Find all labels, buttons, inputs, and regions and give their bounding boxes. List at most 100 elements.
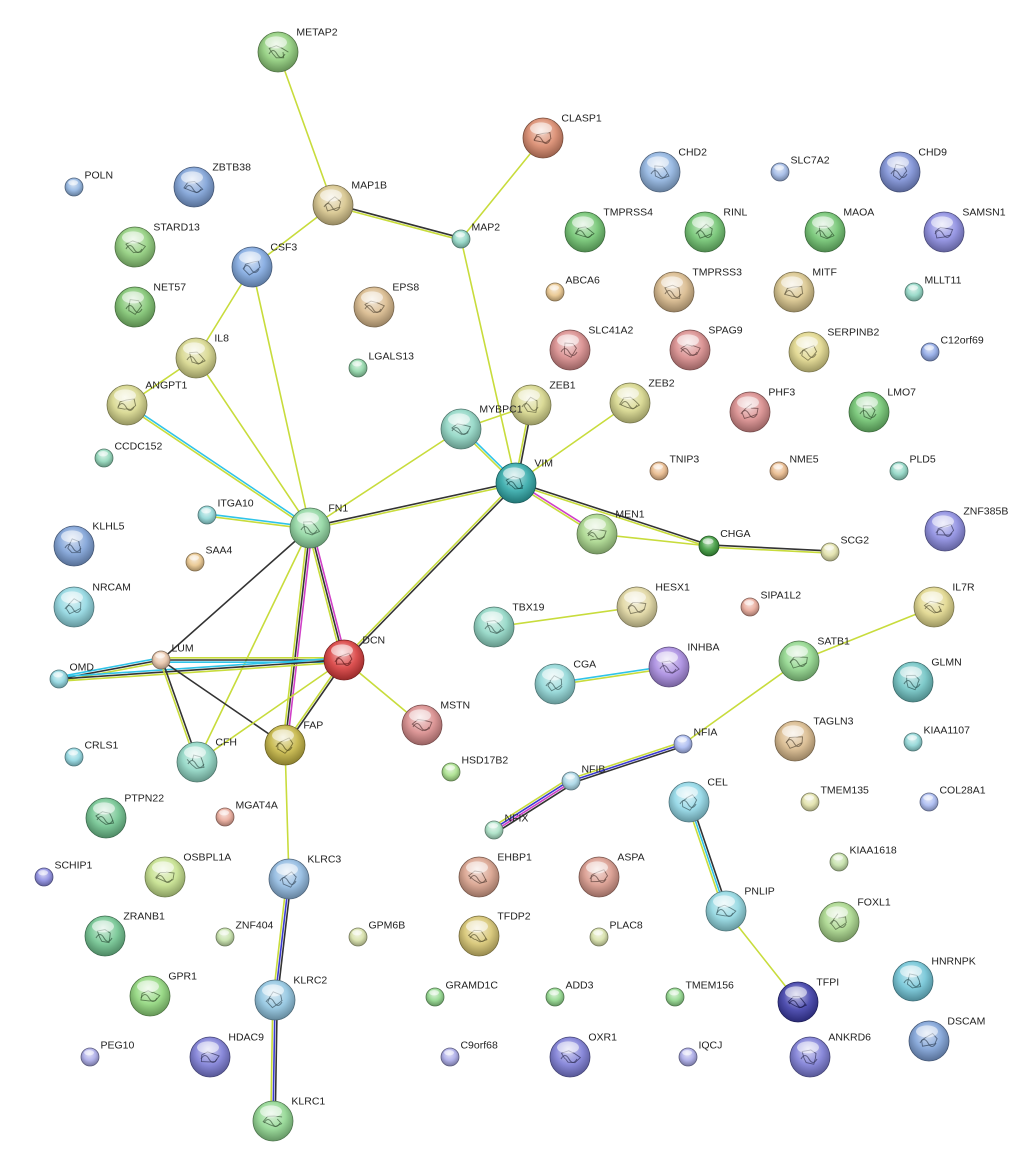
node-klrc2[interactable]: KLRC2: [254, 975, 327, 1021]
edge-vim-dcn[interactable]: [342, 481, 518, 662]
node-hsd17b2[interactable]: HSD17B2: [441, 755, 508, 782]
node-zeb1[interactable]: ZEB1: [510, 380, 576, 426]
node-nfia[interactable]: NFIA: [673, 727, 717, 754]
edge-nfib-nfix[interactable]: [491, 777, 574, 834]
node-nfix[interactable]: NFIX: [484, 813, 528, 840]
node-lmo7[interactable]: LMO7: [848, 387, 916, 433]
edge-metap2-map1b[interactable]: [277, 51, 334, 206]
node-mgat4a[interactable]: MGAT4A: [215, 800, 278, 827]
node-eps8[interactable]: EPS8: [353, 282, 419, 328]
node-mybpc1[interactable]: MYBPC1: [440, 404, 523, 450]
node-men1[interactable]: MEN1: [576, 509, 645, 555]
node-kiaa1107[interactable]: KIAA1107: [903, 725, 970, 752]
node-inhba[interactable]: INHBA: [648, 642, 719, 688]
node-chga[interactable]: CHGA: [698, 528, 751, 557]
node-add3[interactable]: ADD3: [545, 980, 594, 1007]
edge-satb1-nfia[interactable]: [682, 660, 800, 745]
edge-omd-dcn[interactable]: [58, 657, 345, 682]
node-ccdc152[interactable]: CCDC152: [94, 441, 162, 468]
edge-tbx19-hesx1[interactable]: [493, 606, 638, 628]
node-foxl1[interactable]: FOXL1: [818, 897, 891, 943]
node-chd2[interactable]: CHD2: [639, 147, 707, 193]
node-maoa[interactable]: MAOA: [804, 207, 874, 253]
edge-zeb2-vim[interactable]: [515, 402, 631, 484]
node-lum[interactable]: LUM: [151, 643, 194, 670]
node-znf385b[interactable]: ZNF385B: [924, 506, 1008, 552]
node-itga10[interactable]: ITGA10: [197, 498, 254, 525]
node-gpm6b[interactable]: GPM6B: [348, 920, 405, 947]
node-crls1[interactable]: CRLS1: [64, 740, 118, 767]
node-il8[interactable]: IL8: [175, 333, 229, 379]
node-cga[interactable]: CGA: [534, 659, 596, 705]
node-tmem156[interactable]: TMEM156: [665, 980, 734, 1007]
node-klrc3[interactable]: KLRC3: [268, 854, 341, 900]
node-zranb1[interactable]: ZRANB1: [84, 911, 165, 957]
edge-lum-fap[interactable]: [160, 659, 286, 746]
node-lgals13[interactable]: LGALS13: [348, 351, 414, 378]
node-klhl5[interactable]: KLHL5: [53, 521, 125, 567]
node-saa4[interactable]: SAA4: [185, 545, 232, 572]
node-hdac9[interactable]: HDAC9: [189, 1032, 264, 1078]
node-slc41a2[interactable]: SLC41A2: [549, 325, 634, 371]
edge-fn1-cfh[interactable]: [196, 527, 311, 763]
node-metap2[interactable]: METAP2: [257, 27, 338, 73]
node-gpr1[interactable]: GPR1: [129, 971, 197, 1017]
node-klrc1[interactable]: KLRC1: [252, 1096, 325, 1142]
node-tmprss4[interactable]: TMPRSS4: [564, 207, 653, 253]
node-mitf[interactable]: MITF: [773, 267, 837, 313]
edge-chga-scg2[interactable]: [708, 544, 831, 554]
node-tmprss3[interactable]: TMPRSS3: [653, 267, 742, 313]
node-map1b[interactable]: MAP1B: [312, 180, 387, 226]
node-fn1[interactable]: FN1: [289, 503, 348, 549]
edge-fn1-mybpc1[interactable]: [309, 428, 462, 529]
node-ptpn22[interactable]: PTPN22: [85, 793, 164, 839]
node-ehbp1[interactable]: EHBP1: [458, 852, 532, 898]
edge-il8-fn1[interactable]: [195, 357, 311, 529]
edge-nfia-nfib[interactable]: [569, 741, 685, 784]
node-kiaa1618[interactable]: KIAA1618: [829, 845, 897, 872]
node-phf3[interactable]: PHF3: [729, 387, 795, 433]
node-tfpi[interactable]: TFPI: [777, 977, 839, 1023]
edge-fn1-dcn[interactable]: [307, 526, 347, 662]
node-hesx1[interactable]: HESX1: [616, 582, 690, 628]
node-peg10[interactable]: PEG10: [80, 1040, 134, 1067]
node-chd9[interactable]: CHD9: [879, 147, 947, 193]
node-cfh[interactable]: CFH: [176, 737, 237, 783]
edge-angpt1-fn1[interactable]: [125, 403, 312, 530]
node-tagln3[interactable]: TAGLN3: [774, 716, 854, 762]
node-clasp1[interactable]: CLASP1: [522, 113, 602, 159]
node-satb1[interactable]: SATB1: [778, 636, 850, 682]
edge-map2-vim[interactable]: [460, 238, 517, 484]
node-zeb2[interactable]: ZEB2: [609, 378, 675, 424]
node-cel[interactable]: CEL: [668, 777, 728, 823]
node-tmem135[interactable]: TMEM135: [800, 785, 869, 812]
node-znf404[interactable]: ZNF404: [215, 920, 274, 947]
node-ankrd6[interactable]: ANKRD6: [789, 1032, 871, 1078]
edge-fn1-lum[interactable]: [160, 527, 311, 661]
node-dcn[interactable]: DCN: [323, 635, 385, 681]
node-mllt11[interactable]: MLLT11: [904, 275, 962, 302]
node-vim[interactable]: VIM: [495, 458, 553, 504]
node-fap[interactable]: FAP: [264, 720, 323, 766]
edge-fn1-fap[interactable]: [282, 526, 313, 747]
node-samsn1[interactable]: SAMSN1: [923, 207, 1006, 253]
node-osbpl1a[interactable]: OSBPL1A: [144, 852, 231, 898]
node-hnrnpk[interactable]: HNRNPK: [892, 956, 976, 1002]
node-oxr1[interactable]: OXR1: [549, 1032, 617, 1078]
node-serpinb2[interactable]: SERPINB2: [788, 327, 879, 373]
node-col28a1[interactable]: COL28A1: [919, 785, 986, 812]
edge-clasp1-map2[interactable]: [460, 137, 544, 240]
node-plac8[interactable]: PLAC8: [589, 920, 643, 947]
node-schip1[interactable]: SCHIP1: [34, 860, 93, 887]
node-aspa[interactable]: ASPA: [578, 852, 645, 898]
node-map2[interactable]: MAP2: [451, 222, 500, 249]
node-c12orf69[interactable]: C12orf69: [920, 335, 984, 362]
edge-fap-klrc3[interactable]: [284, 744, 290, 880]
node-tfdp2[interactable]: TFDP2: [458, 911, 531, 957]
node-tbx19[interactable]: TBX19: [473, 602, 545, 648]
edge-il7r-satb1[interactable]: [798, 606, 935, 662]
edge-csf3-fn1[interactable]: [251, 266, 311, 529]
node-gramd1c[interactable]: GRAMD1C: [425, 980, 498, 1007]
node-abca6[interactable]: ABCA6: [545, 275, 600, 302]
node-mstn[interactable]: MSTN: [401, 700, 470, 746]
